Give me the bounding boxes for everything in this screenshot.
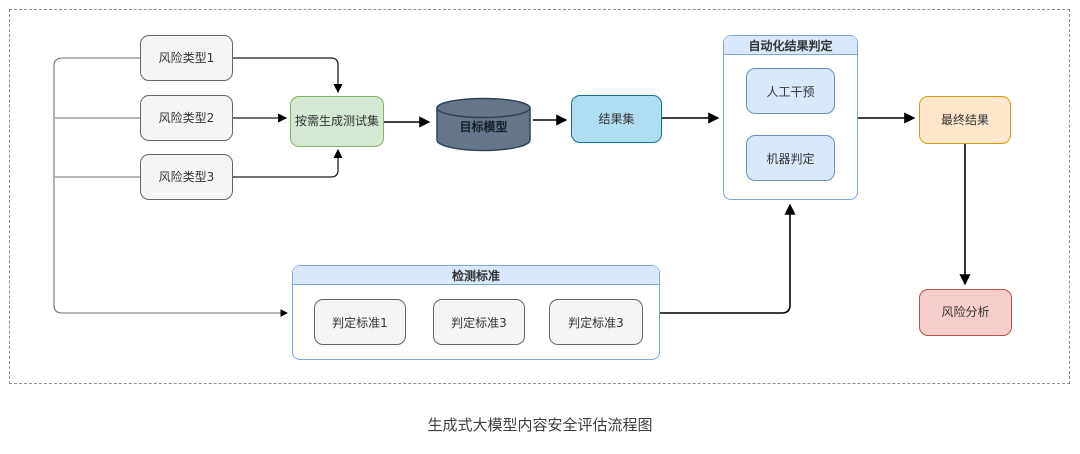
node-judgment-standard-2-label: 判定标准3 bbox=[451, 315, 507, 330]
node-risk-type-2-label: 风险类型2 bbox=[158, 110, 215, 125]
diagram-dashed-border bbox=[9, 9, 1070, 384]
panel-auto-judgment: 自动化结果判定 人工干预 机器判定 bbox=[723, 35, 858, 200]
node-risk-type-1-label: 风险类型1 bbox=[158, 50, 215, 65]
panel-detection-standards-title: 检测标准 bbox=[293, 266, 659, 285]
node-risk-analysis: 风险分析 bbox=[919, 289, 1012, 336]
node-generate-testset-label: 按需生成测试集 bbox=[294, 114, 379, 129]
node-risk-type-2: 风险类型2 bbox=[140, 95, 233, 141]
cylinder-shape bbox=[436, 97, 531, 152]
node-target-model-label: 目标模型 bbox=[459, 120, 508, 134]
node-machine-judgment: 机器判定 bbox=[746, 135, 835, 181]
node-risk-analysis-label: 风险分析 bbox=[941, 305, 990, 320]
node-generate-testset: 按需生成测试集 bbox=[290, 96, 384, 147]
node-judgment-standard-1-label: 判定标准1 bbox=[332, 315, 388, 330]
node-judgment-standard-3: 判定标准3 bbox=[549, 299, 643, 345]
node-final-result: 最终结果 bbox=[919, 96, 1011, 144]
panel-auto-judgment-title: 自动化结果判定 bbox=[724, 36, 857, 55]
node-human-intervention-label: 人工干预 bbox=[766, 84, 815, 99]
node-human-intervention: 人工干预 bbox=[746, 68, 835, 114]
node-result-set-label: 结果集 bbox=[598, 111, 635, 126]
node-result-set: 结果集 bbox=[571, 95, 662, 143]
node-judgment-standard-1: 判定标准1 bbox=[314, 299, 406, 345]
panel-detection-standards: 检测标准 判定标准1 判定标准3 判定标准3 bbox=[292, 265, 660, 360]
node-risk-type-3: 风险类型3 bbox=[140, 154, 233, 200]
node-risk-type-3-label: 风险类型3 bbox=[158, 169, 215, 184]
diagram-caption: 生成式大模型内容安全评估流程图 bbox=[427, 416, 653, 434]
node-judgment-standard-3-label: 判定标准3 bbox=[568, 315, 624, 330]
node-judgment-standard-2: 判定标准3 bbox=[433, 299, 525, 345]
node-risk-type-1: 风险类型1 bbox=[140, 35, 233, 81]
node-machine-judgment-label: 机器判定 bbox=[766, 151, 815, 166]
node-target-model: 目标模型 bbox=[434, 96, 533, 154]
node-final-result-label: 最终结果 bbox=[940, 112, 989, 127]
